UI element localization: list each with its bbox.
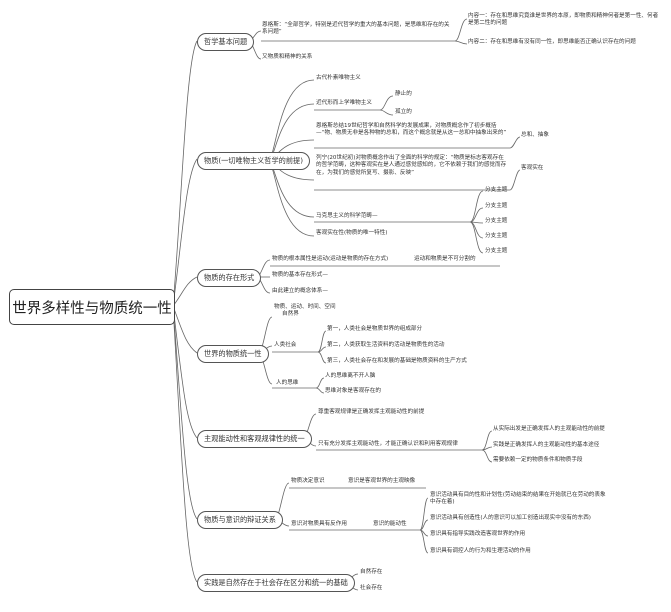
branch-existence-form[interactable]: 物质的存在形式: [197, 269, 262, 287]
branch-matter[interactable]: 物质(一切唯物主义哲学的前提): [197, 152, 311, 170]
objective-reality-unique: 客观实在性(物质的唯一特性): [316, 230, 388, 236]
nature-items: 物质、运动、时间、空间: [274, 304, 336, 310]
branch-philosophy-basic-question[interactable]: 哲学基本问题: [197, 33, 255, 51]
ancient-materialism: 古代朴素唯物主义: [316, 75, 361, 81]
engels-matter-definition: 恩格斯总结19世纪哲学和自然科学的发展成果，对物质概念作了初步概括—“物、物质无…: [316, 123, 507, 137]
motion-inseparable: 运动和物质是不可分割的: [414, 256, 476, 262]
society-point-1: 第一，人类社会是物质世界的组成部分: [327, 326, 423, 332]
initiative-point-4: 意识具有调控人的行为和生理活动的作用: [430, 548, 531, 554]
society-point-3: 第三，人类社会存在和发展的基础是物质资料的生产方式: [327, 358, 467, 364]
branch-topic: 分支主题: [485, 218, 508, 224]
branch-topic: 分支主题: [485, 187, 508, 193]
branch-topic: 分支主题: [485, 233, 508, 239]
marxist-category: 马克思主义的科学范畴—: [316, 213, 378, 219]
engels-quote: 恩格斯：“全部哲学，特别是近代哲学的重大的基本问题，是思维和存在的关系问题”: [262, 22, 450, 36]
sum-abstract: 总和、抽象: [521, 132, 549, 138]
natural-existence: 自然存在: [360, 569, 383, 575]
branch-material-unity[interactable]: 世界的物质统一性: [197, 345, 269, 363]
social-existence: 社会存在: [360, 585, 383, 591]
initiative-point-3: 意识具有指导实践改造客观世界的作用: [430, 531, 526, 537]
consciousness-reflection: 意识是客观世界的主观映像: [348, 478, 416, 484]
branch-subjective-objective-unity[interactable]: 主观能动性和客观规律性的统一: [197, 430, 312, 448]
basic-form: 物质的基本存在形式—: [272, 272, 328, 278]
content-two: 内容二：存在和思维有没有同一性，即思维能否正确认识存在的问题: [468, 39, 636, 45]
root-topic[interactable]: 世界多样性与物质统一性: [9, 289, 175, 325]
initiative-point-1: 意识活动具有目的性和计划性(劳动结束的结果在开始就已在劳动的表象中存在着): [430, 492, 606, 506]
thought-point-2: 思维对象是客观存在的: [325, 388, 381, 394]
branch-practice-basis[interactable]: 实践是自然存在于社会存在区分和统一的基础: [197, 574, 355, 592]
isolated-node: 孤立的: [395, 109, 412, 115]
society-point-2: 第二，人类获取生活资料的活动是物质性的活动: [327, 342, 445, 348]
modern-metaphysical-materialism: 近代形而上学唯物主义: [316, 100, 372, 106]
respect-law-premise: 尊重客观规律是正确发挥主观能动性的前提: [318, 409, 425, 415]
human-thought: 人的思维: [276, 380, 299, 386]
full-initiative: 只有充分发挥主观能动性，才能正确认识和利用客观规律: [318, 441, 458, 447]
branch-matter-consciousness[interactable]: 物质与意识的辩证关系: [197, 511, 283, 529]
initiative-point-2: 意识活动具有创造性(人的意识可以加工创造出现实中没有的东西): [430, 515, 591, 521]
consciousness-initiative: 意识的能动性: [373, 521, 407, 527]
consciousness-reacts: 意识对物质具有反作用: [291, 521, 347, 527]
condition-2: 实践是正确发挥人的主观能动性的基本途径: [493, 442, 600, 448]
condition-3: 需要依赖一定的物质条件和物质手段: [493, 457, 583, 463]
static-node: 静止的: [395, 91, 412, 97]
nature: 自然界: [282, 311, 299, 317]
branch-topic: 分支主题: [485, 248, 508, 254]
human-society: 人类社会: [274, 342, 297, 348]
matter-spirit-relation: 又物质和精神的关系: [262, 54, 313, 60]
matter-decides: 物质决定意识: [291, 478, 325, 484]
objective-reality: 客观实在: [521, 165, 544, 171]
motion-attribute: 物质的根本属性是运动(运动是物质的存在方式): [272, 256, 389, 262]
concept-system: 由此建立的概念体系—: [272, 288, 328, 294]
lenin-matter-definition: 列宁(20世纪初)对物质概念作出了全面的科学的规定：“物质是标志客观存在的哲学范…: [316, 155, 507, 176]
thought-point-1: 人的思维离不开人脑: [325, 373, 376, 379]
content-one: 内容一：存在和思维究竟谁是世界的本原，即物质和精神何者是第一性、何者是第二性的问…: [468, 13, 659, 27]
branch-topic: 分支主题: [485, 203, 508, 209]
condition-1: 从实际出发是正确发挥人的主观能动性的前提: [493, 426, 605, 432]
